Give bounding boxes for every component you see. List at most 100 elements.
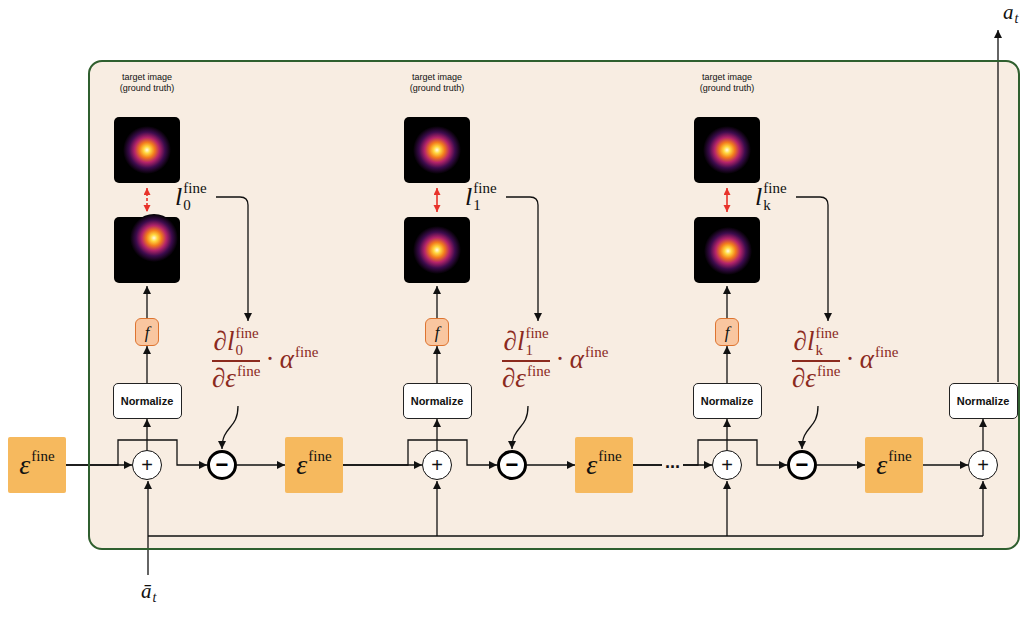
subtract-node: −: [497, 450, 527, 480]
leader-line: [216, 197, 248, 321]
loss-symbol: l: [465, 184, 472, 210]
normalize-label: Normalize: [957, 396, 1010, 407]
superscript: fine: [815, 326, 838, 341]
gradient-term: ∂lfine1∂εfine· αfine: [502, 326, 608, 394]
operator-symbol: +: [431, 455, 443, 475]
node-text: Normalize: [957, 396, 1010, 407]
partial-loss: ∂l: [504, 327, 525, 357]
predicted-image: [404, 217, 470, 283]
sum-node: +: [422, 450, 452, 480]
connector: [343, 440, 497, 465]
subscript: k: [763, 198, 771, 213]
fraction-bar: [792, 360, 840, 362]
gradient-term: ∂lfinek∂εfine· αfine: [792, 326, 898, 394]
image-caption: target image (ground truth): [687, 72, 767, 94]
superscript: fine: [817, 364, 840, 379]
epsilon-box: εfine: [865, 437, 923, 493]
operator-symbol: −: [216, 454, 229, 476]
epsilon-symbol: ε: [876, 451, 887, 479]
loss-label: lfine1: [465, 181, 497, 213]
target-image: [404, 117, 470, 183]
step-size: · αfine: [556, 345, 608, 375]
superscript: fine: [295, 345, 318, 360]
connector: [923, 464, 968, 465]
connector: [436, 346, 437, 383]
denominator: ∂εfine: [212, 364, 260, 394]
function-label: f: [145, 324, 150, 341]
loss-symbol: l: [175, 184, 182, 210]
signal-symbol: ā: [141, 580, 152, 602]
leader-line: [802, 406, 818, 449]
leader-line: [222, 406, 238, 449]
superscript: fine: [763, 181, 786, 196]
gradient-term: ∂lfine0∂εfine· αfine: [212, 326, 318, 394]
superscript: fine: [888, 449, 911, 464]
sub-sup-stack: fine0: [183, 181, 206, 213]
partial-loss: ∂l: [214, 327, 235, 357]
signal-symbol: a: [1003, 1, 1014, 23]
leader-line: [506, 197, 538, 321]
optimization-loop-panel: Normalizef+−εfineNormalizef+−εfineNormal…: [88, 60, 1020, 550]
operator-symbol: −: [796, 454, 809, 476]
subscript: 0: [235, 343, 243, 358]
epsilon-symbol: ε: [19, 451, 30, 479]
function-box: f: [425, 318, 449, 346]
superscript: fine: [31, 449, 54, 464]
numerator: ∂lfine 0: [214, 326, 259, 358]
denominator: ∂εfine: [792, 364, 840, 394]
node-text: εfine: [296, 451, 331, 479]
input-line: [147, 481, 148, 575]
node-text: +: [977, 455, 989, 475]
connector: [726, 419, 727, 450]
image-caption: target image (ground truth): [107, 72, 187, 94]
sub-sup-stack: fine1: [525, 326, 548, 358]
subscript: 1: [525, 343, 533, 358]
epsilon-box: εfine: [575, 437, 633, 493]
connector: [527, 464, 575, 465]
partial-epsilon: ∂ε: [792, 364, 816, 394]
normalize-box: Normalize: [949, 383, 1018, 419]
caption-text: target image (ground truth): [700, 72, 755, 93]
denominator: ∂εfine: [502, 364, 550, 394]
subscript: t: [153, 591, 157, 605]
function-label: f: [435, 324, 440, 341]
predicted-blob: [413, 226, 461, 274]
predicted-blob: [130, 214, 178, 262]
loss-arrow: [436, 188, 438, 212]
normalize-label: Normalize: [701, 396, 754, 407]
sub-sup-stack: fine k: [763, 181, 786, 213]
fraction-bar: [502, 360, 550, 362]
numerator: ∂lfine1: [504, 326, 549, 358]
epsilon-symbol: ε: [296, 451, 307, 479]
node-text: +: [141, 455, 153, 475]
normalize-box: Normalize: [693, 383, 762, 419]
target-blob: [703, 126, 751, 174]
epsilon-symbol: ε: [586, 451, 597, 479]
node-text: εfine: [586, 451, 621, 479]
target-blob: [413, 126, 461, 174]
normalize-label: Normalize: [121, 396, 174, 407]
connector: [237, 464, 285, 465]
connector: [726, 346, 727, 383]
sub-sup-stack: fine 0: [235, 326, 258, 358]
node-text: −: [796, 454, 809, 476]
leader-line: [796, 197, 828, 321]
partial-epsilon: ∂ε: [212, 364, 236, 394]
loss-label: lfine0: [175, 181, 207, 213]
function-label: f: [725, 324, 730, 341]
partial-loss: ∂l: [794, 327, 815, 357]
sum-node: +: [712, 450, 742, 480]
sum-node: +: [968, 450, 998, 480]
learning-rate: · α: [846, 345, 874, 375]
node-text: f: [435, 324, 440, 341]
node-text: εfine: [19, 451, 54, 479]
superscript: fine: [183, 181, 206, 196]
epsilon-box: εfine: [8, 437, 66, 493]
superscript: fine: [527, 364, 550, 379]
predicted-blob: [704, 227, 752, 275]
fraction: ∂lfine1∂εfine: [502, 326, 550, 394]
superscript: fine: [473, 181, 496, 196]
superscript: fine: [235, 326, 258, 341]
signal-label: āt: [141, 580, 156, 602]
image-caption: target image (ground truth): [397, 72, 477, 94]
